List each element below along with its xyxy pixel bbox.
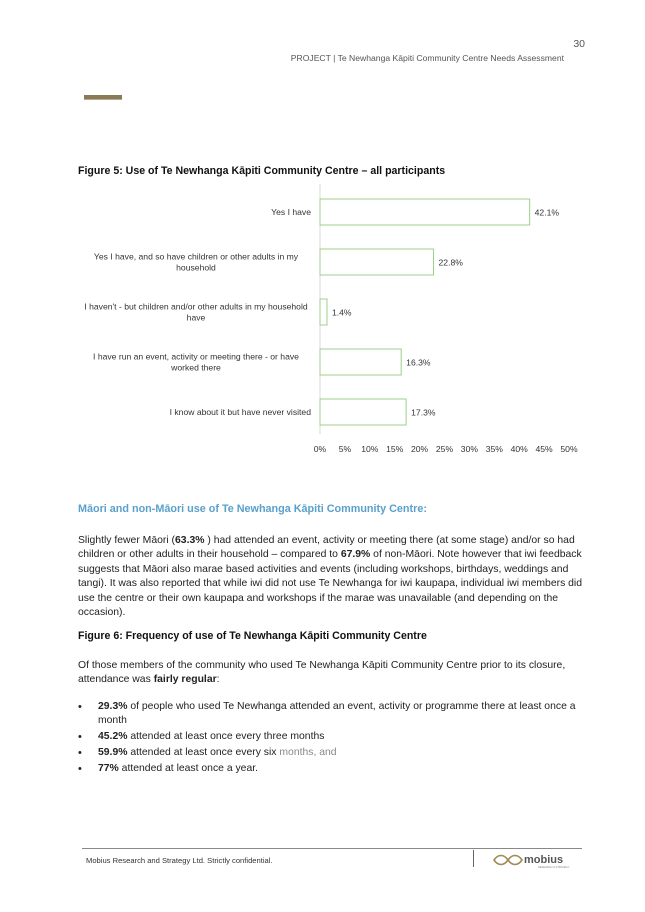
- chart-category-label-line: I know about it but have never visited: [170, 407, 312, 417]
- chart-bar: [319, 298, 328, 326]
- footer-text: Mobius Research and Strategy Ltd. Strict…: [86, 856, 273, 865]
- chart-category-label: Yes I have: [271, 207, 311, 217]
- chart-tick-label: 20%: [411, 444, 429, 454]
- chart-category-label: Yes I have, and so have children or othe…: [94, 252, 299, 273]
- para1-bold-non-maori-pct: 67.9%: [340, 549, 371, 561]
- bullet-text: of people who used Te Newhanga attended …: [98, 701, 576, 727]
- section-heading: Māori and non-Māori use of Te Newhanga K…: [78, 503, 427, 515]
- logo-wordmark: mobius: [524, 854, 563, 866]
- chart-tick-label: 35%: [486, 444, 504, 454]
- footer-vertical-divider: [473, 850, 474, 867]
- mobius-loop-icon: [493, 854, 523, 866]
- bullet-text-faded: months, and: [279, 746, 337, 758]
- chart-category-label: I know about it but have never visited: [170, 407, 312, 417]
- chart-tick-label: 25%: [436, 444, 454, 454]
- chart-tick-label: 45%: [535, 444, 553, 454]
- para1-text-3: of non-Māori. Note however that iwi feed…: [78, 549, 583, 619]
- chart-bar: [319, 398, 407, 426]
- chart-category-label-line: Yes I have, and so have children or othe…: [94, 252, 299, 262]
- bullet-bold: 59.9%: [98, 746, 128, 758]
- figure-5-title: Figure 5: Use of Te Newhanga Kāpiti Comm…: [78, 165, 446, 177]
- chart-category-label: I have run an event, activity or meeting…: [93, 352, 299, 373]
- list-item: 77% attended at least once a year.: [78, 762, 584, 777]
- figure-5-bar-chart: 42.1% Yes I have 22.8% Yes I have, and so h…: [84, 184, 578, 454]
- para1-text-1: Slightly fewer Māori (: [78, 535, 176, 546]
- mobius-logo: mobius RESEARCH & STRATEGY: [493, 854, 570, 869]
- chart-tick-label: 15%: [386, 444, 404, 454]
- bullet-text: attended at least once a year.: [118, 762, 259, 774]
- body-paragraph-maori-use: Slightly fewer Māori (63.3% ) had attend…: [78, 534, 584, 620]
- chart-data-label: 16.3%: [406, 358, 431, 368]
- chart-tick-label: 50%: [560, 444, 578, 454]
- chart-category-label-line: I haven't - but children and/or other ad…: [84, 302, 308, 312]
- bullet-text: attended at least once every three month…: [127, 731, 325, 743]
- chart-category-label: I haven't - but children and/or other ad…: [84, 302, 308, 323]
- chart-tick-label: 10%: [361, 444, 379, 454]
- chart-category-label-line: Yes I have: [271, 207, 311, 217]
- chart-data-label: 22.8%: [439, 258, 464, 268]
- running-header: PROJECT | Te Newhanga Kāpiti Community C…: [290, 53, 564, 63]
- list-item: 59.9% attended at least once every six m…: [78, 746, 584, 761]
- list-item: 45.2% attended at least once every three…: [78, 730, 584, 745]
- para1-bold-maori-pct: 63.3%: [175, 535, 205, 546]
- chart-tick-label: 5%: [339, 444, 352, 454]
- chart-tick-label: 30%: [461, 444, 479, 454]
- chart-data-label: 42.1%: [535, 208, 560, 218]
- bullet-bold: 77%: [98, 762, 119, 774]
- chart-bar: [319, 348, 402, 376]
- para2-text: Of those members of the community who us…: [78, 660, 566, 686]
- page-number: 30: [573, 38, 585, 50]
- bullet-bold: 45.2%: [98, 731, 128, 743]
- chart-data-label: 1.4%: [332, 308, 352, 318]
- logo-subtext: RESEARCH & STRATEGY: [538, 865, 570, 869]
- chart-data-label: 17.3%: [411, 408, 436, 418]
- para1-text-2: ) had attended an event, activity or mee…: [78, 535, 575, 561]
- para2-bold: fairly regular: [153, 674, 217, 686]
- frequency-bullet-list: 29.3% of people who used Te Newhanga att…: [78, 700, 584, 777]
- body-paragraph-frequency: Of those members of the community who us…: [78, 659, 584, 688]
- chart-category-label-line: have: [187, 313, 206, 323]
- chart-bar: [319, 248, 435, 276]
- bullet-bold: 29.3%: [98, 701, 128, 712]
- para2-end: :: [216, 674, 220, 686]
- list-item: 29.3% of people who used Te Newhanga att…: [78, 700, 584, 729]
- decorative-bar: [84, 95, 122, 100]
- bullet-text: attended at least once every six: [127, 746, 280, 758]
- chart-bar: [319, 198, 531, 226]
- chart-tick-label: 0%: [314, 444, 327, 454]
- footer-divider: [82, 848, 582, 849]
- chart-category-label-line: household: [176, 263, 216, 273]
- chart-category-label-line: I have run an event, activity or meeting…: [93, 352, 299, 362]
- figure-6-title: Figure 6: Frequency of use of Te Newhang…: [78, 630, 427, 642]
- chart-tick-label: 40%: [511, 444, 529, 454]
- chart-category-label-line: worked there: [170, 363, 221, 373]
